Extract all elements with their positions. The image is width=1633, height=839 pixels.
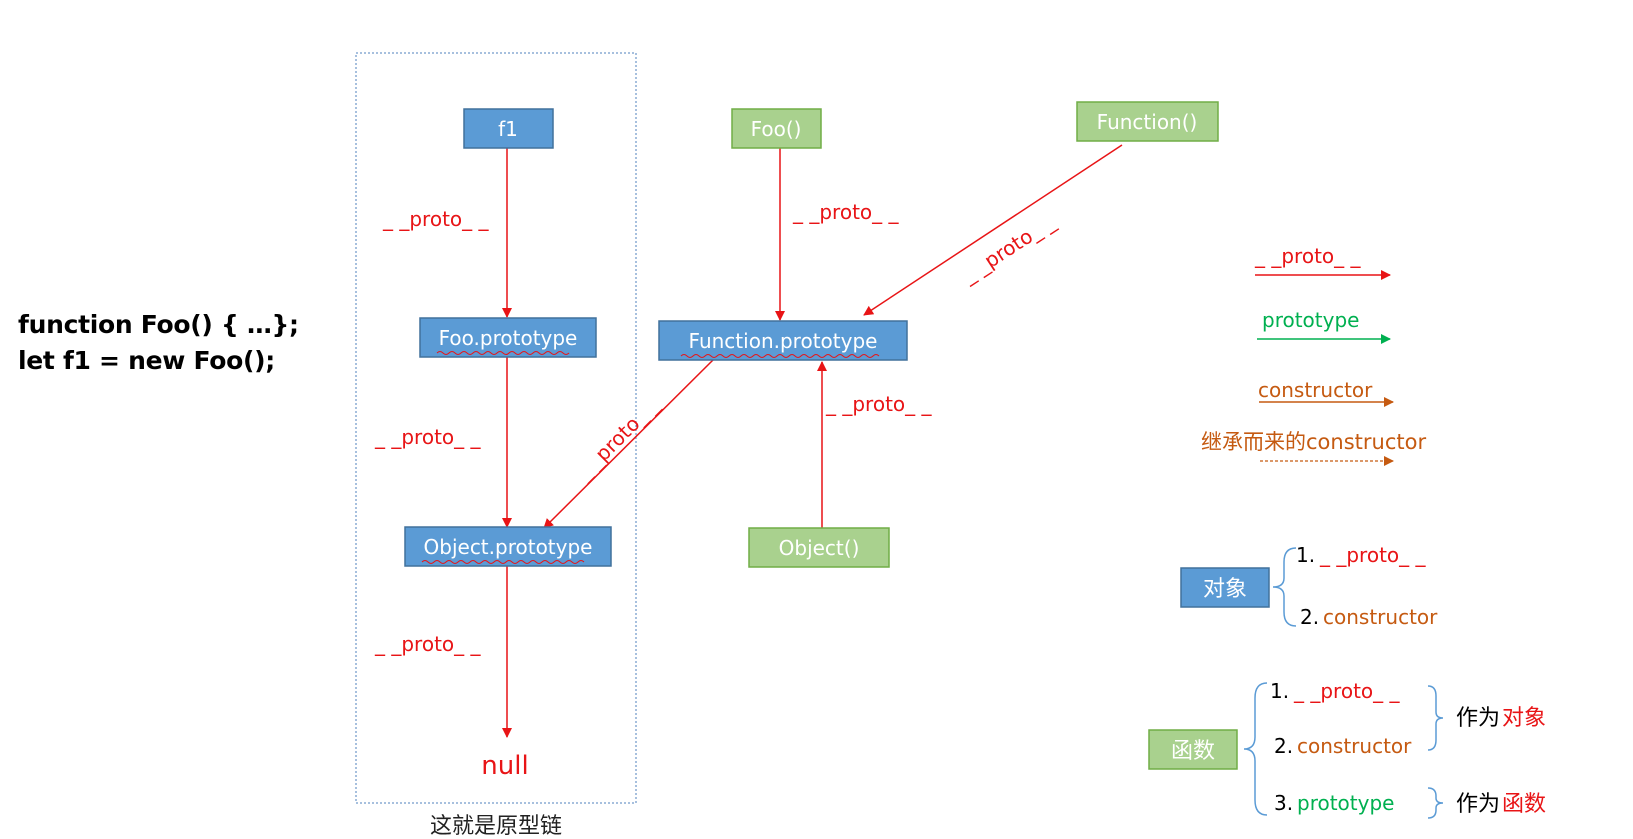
function-item-3-number: 3.: [1274, 791, 1293, 815]
node-foo-prototype: Foo.prototype: [419, 317, 597, 358]
edge-labels: _ _proto_ _ _ _proto_ _ _ _proto_ _ _ _p…: [374, 200, 1060, 656]
as-function-prefix: 作为: [1456, 792, 1500, 817]
spell-underline: [436, 351, 570, 355]
node-function-prototype: Function.prototype: [658, 320, 908, 361]
legend-proto-label: _ _proto_ _: [1254, 244, 1362, 268]
function-summary-brace: [1243, 682, 1268, 816]
as-function-brace: [1427, 787, 1444, 819]
node-object-prototype-label: Object.prototype: [424, 535, 593, 559]
node-function-prototype-label: Function.prototype: [689, 329, 878, 353]
function-summary: 函数 1. _ _proto_ _ 2. constructor 3. prot…: [1148, 679, 1546, 819]
code-line-1: function Foo() { …};: [18, 310, 299, 339]
function-item-2-constructor: constructor: [1297, 734, 1412, 758]
node-foo: Foo(): [731, 108, 822, 149]
node-object-prototype: Object.prototype: [404, 526, 612, 567]
object-summary-label: 对象: [1203, 577, 1247, 602]
code-line-2: let f1 = new Foo();: [18, 346, 275, 375]
edge-label-object: _ _proto_ _: [825, 392, 933, 416]
function-item-3-prototype: prototype: [1297, 791, 1394, 815]
function-item-1-number: 1.: [1270, 679, 1289, 703]
as-object-prefix: 作为: [1456, 706, 1500, 731]
legend-constructor-label: constructor: [1258, 378, 1373, 402]
node-foo-prototype-label: Foo.prototype: [439, 326, 578, 350]
function-summary-box: [1148, 729, 1238, 770]
object-item-1-proto: _ _proto_ _: [1319, 543, 1427, 567]
node-object-label: Object(): [779, 536, 860, 560]
legend-prototype-label: prototype: [1262, 308, 1359, 332]
node-object: Object(): [748, 527, 890, 568]
edge-label-foo: _ _proto_ _: [792, 200, 900, 224]
node-f1: f1: [463, 108, 554, 149]
edge-label-object-prototype: _ _proto_ _: [374, 632, 482, 656]
node-null: null: [481, 751, 528, 781]
object-item-2-constructor: constructor: [1323, 605, 1438, 629]
object-summary-brace: [1272, 547, 1297, 627]
node-function-label: Function(): [1097, 110, 1198, 134]
as-object-brace: [1427, 685, 1444, 751]
edge-label-f1: _ _proto_ _: [382, 207, 490, 231]
function-item-1-proto: _ _proto_ _: [1293, 679, 1401, 703]
prototype-chain-caption: 这就是原型链: [430, 814, 562, 839]
node-f1-label: f1: [498, 117, 518, 141]
object-summary-box: [1180, 567, 1270, 608]
edge-label-function-prototype: _ _proto_ _: [571, 392, 664, 485]
legend: _ _proto_ _ prototype constructor 继承而来的c…: [1201, 244, 1426, 466]
spell-underline: [421, 560, 585, 564]
spell-underline: [680, 354, 880, 358]
node-foo-label: Foo(): [751, 117, 802, 141]
node-function: Function(): [1076, 101, 1219, 142]
as-object-word: 对象: [1502, 706, 1546, 731]
edge-function-to-function-prototype: [863, 144, 1123, 316]
edges: [502, 144, 1123, 738]
function-summary-label: 函数: [1171, 739, 1215, 764]
object-item-2-number: 2.: [1300, 605, 1319, 629]
object-item-1-number: 1.: [1296, 543, 1315, 567]
edge-label-foo-prototype: _ _proto_ _: [374, 425, 482, 449]
prototype-chain-frame: [355, 52, 637, 804]
edge-label-function: _ _proto_ _: [957, 209, 1060, 288]
function-item-2-number: 2.: [1274, 734, 1293, 758]
edge-function-prototype-to-object-prototype: [543, 359, 714, 529]
legend-inherited-constructor-label: 继承而来的constructor: [1201, 430, 1426, 454]
as-function-word: 函数: [1502, 792, 1546, 817]
object-summary: 对象 1. _ _proto_ _ 2. constructor: [1180, 543, 1438, 629]
